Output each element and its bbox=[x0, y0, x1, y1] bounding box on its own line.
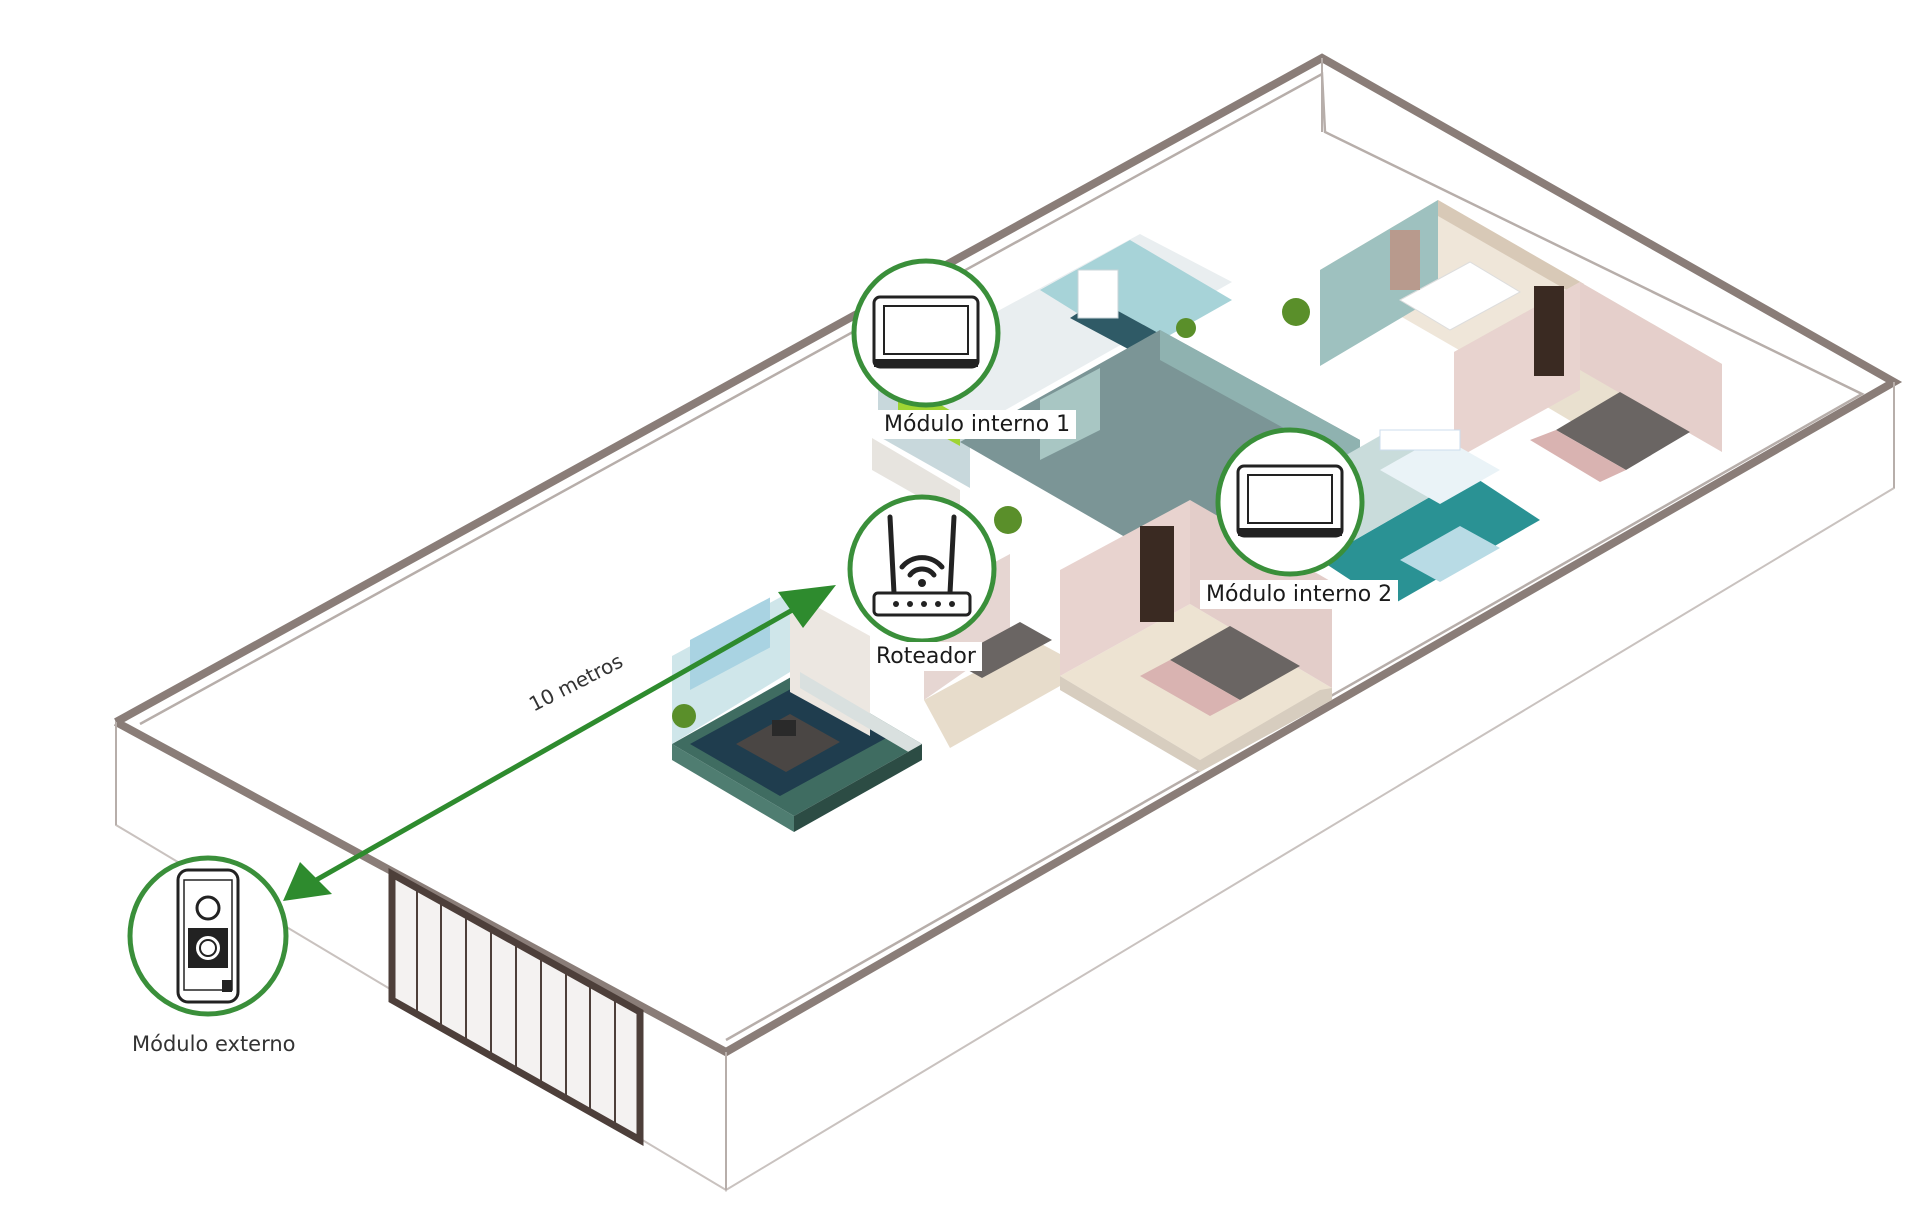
monitor-icon bbox=[1218, 430, 1362, 574]
internal-module-2-label: Módulo interno 2 bbox=[1200, 580, 1398, 609]
wifi-router-icon bbox=[850, 497, 994, 641]
router-label: Roteador bbox=[870, 642, 982, 671]
monitor-icon bbox=[854, 261, 998, 405]
internal-module-1-label: Módulo interno 1 bbox=[878, 410, 1076, 439]
doorbell-icon bbox=[130, 858, 286, 1014]
external-module-label: Módulo externo bbox=[132, 1032, 296, 1056]
